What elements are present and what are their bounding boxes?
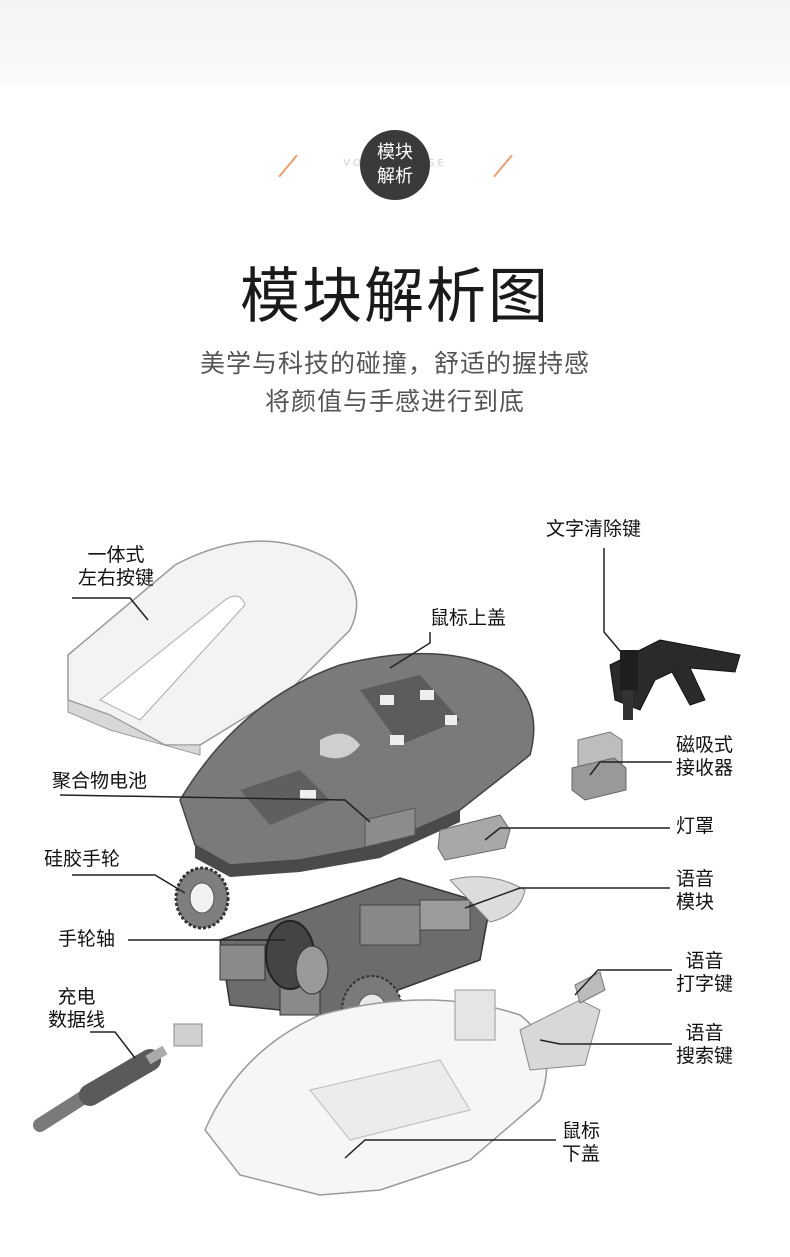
label-receiver-line-2: 接收器 — [676, 757, 734, 779]
button-shell-part — [67, 540, 358, 756]
label-battery: 聚合物电池 — [52, 770, 148, 792]
label-integrated-buttons-line-1: 一体式 — [87, 544, 145, 566]
label-voice-typing-key: 语音 打字键 — [676, 950, 733, 996]
label-integrated-buttons-line-2: 左右按键 — [78, 567, 155, 589]
badge-line-2: 解析 — [377, 166, 413, 187]
label-voice-search-key: 语音 搜索键 — [676, 1022, 733, 1068]
label-bottom-cover-line-2: 下盖 — [562, 1143, 601, 1165]
label-voice-module-line-2: 模块 — [676, 891, 715, 913]
leader-lines — [59, 548, 672, 1159]
label-clear-key: 文字清除键 — [546, 518, 642, 540]
label-bottom-cover: 鼠标 下盖 — [562, 1120, 600, 1166]
charging-cable-part — [33, 1023, 203, 1132]
label-integrated-buttons: 一体式 左右按键 — [78, 544, 154, 590]
lampshade-part — [437, 814, 511, 861]
label-bottom-cover-line-1: 鼠标 — [562, 1120, 601, 1142]
receiver-part — [571, 731, 627, 801]
label-lampshade: 灯罩 — [676, 815, 715, 837]
top-cover-part — [179, 652, 535, 877]
label-wheel-axle: 手轮轴 — [58, 928, 116, 950]
label-voice-typing-key-line-2: 打字键 — [676, 973, 734, 995]
label-receiver-line-1: 磁吸式 — [676, 734, 734, 756]
tagline-line-2: 将颜值与手感进行到底 — [264, 387, 525, 416]
tagline-line-1: 美学与科技的碰撞，舒适的握持感 — [199, 349, 590, 378]
section-badge: 模块 解析 — [360, 130, 430, 200]
label-voice-module: 语音 模块 — [676, 868, 714, 914]
clear-key-part — [609, 639, 741, 720]
label-voice-search-key-line-2: 搜索键 — [676, 1045, 734, 1067]
top-band — [0, 0, 790, 84]
label-voice-search-key-line-1: 语音 — [685, 1022, 724, 1044]
label-voice-typing-key-line-1: 语音 — [685, 950, 724, 972]
label-charging-cable-line-2: 数据线 — [48, 1009, 106, 1031]
bottom-cover-part — [204, 971, 606, 1196]
wheel-part — [174, 866, 230, 930]
label-receiver: 磁吸式 接收器 — [676, 734, 733, 780]
label-silicone-wheel: 硅胶手轮 — [44, 848, 121, 870]
label-top-cover: 鼠标上盖 — [430, 607, 507, 629]
page-title: 模块解析图 — [240, 262, 550, 332]
label-charging-cable-line-1: 充电 — [57, 986, 96, 1008]
label-voice-module-line-1: 语音 — [676, 868, 715, 890]
label-charging-cable: 充电 数据线 — [48, 986, 105, 1032]
battery-part — [364, 807, 416, 848]
badge-line-1: 模块 — [377, 142, 413, 163]
